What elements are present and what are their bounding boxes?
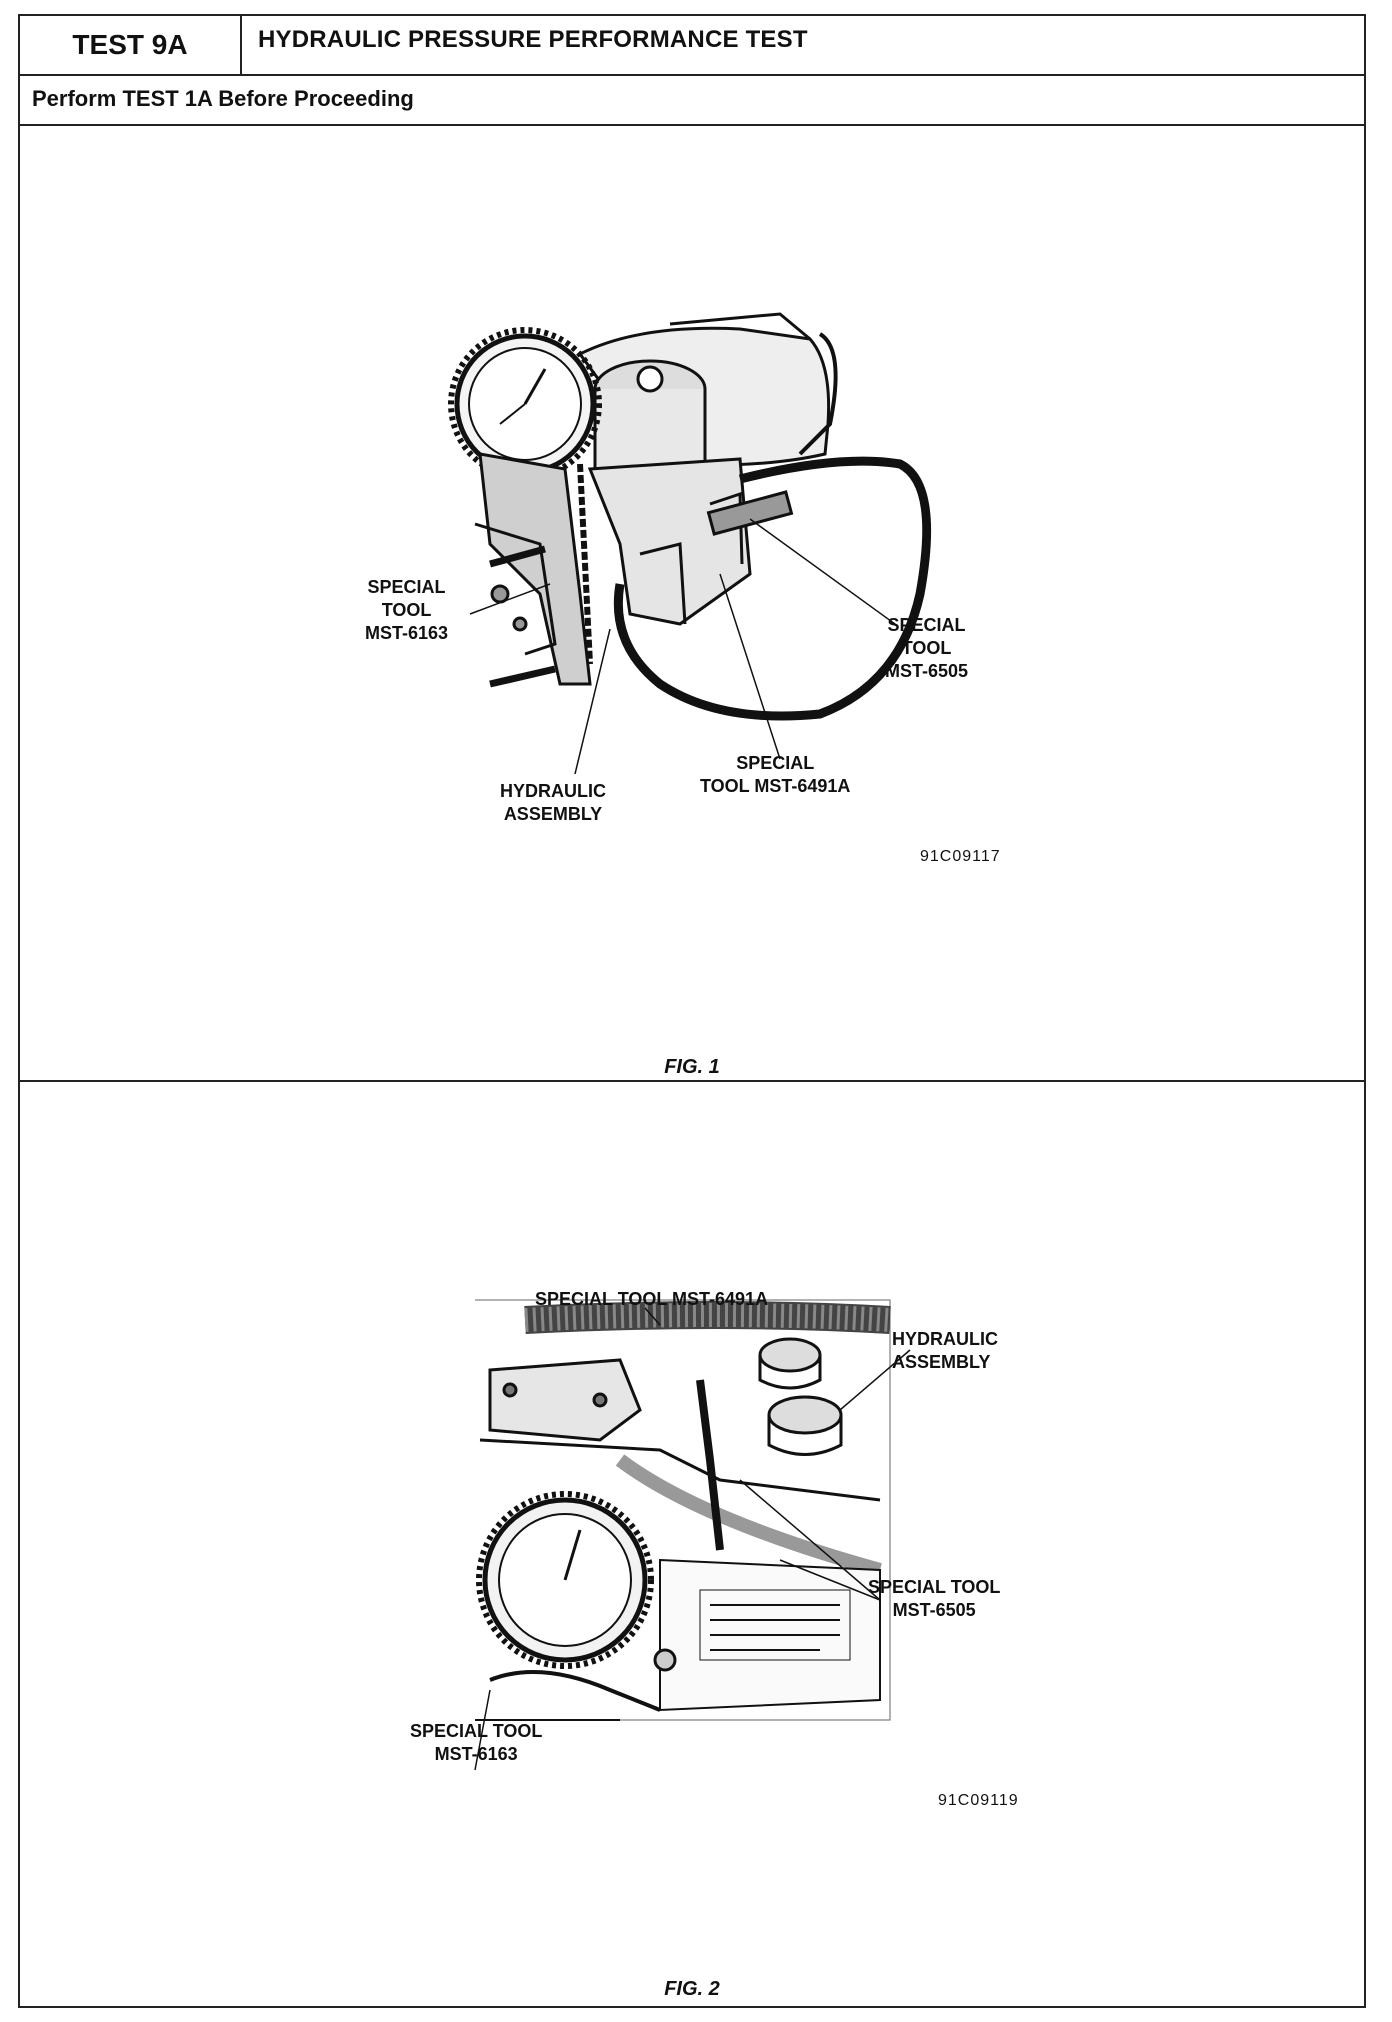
prerequisite-row: Perform TEST 1A Before Proceeding [20, 74, 1364, 126]
fig1-label-hydraulic-assembly: HYDRAULIC ASSEMBLY [500, 780, 606, 826]
fig1-label-line: TOOL [381, 600, 432, 620]
fig2-label-line: SPECIAL TOOL [868, 1577, 1001, 1597]
fig1-label-line: TOOL MST-6491A [700, 776, 851, 796]
fig2-label-mst-6491a: SPECIAL TOOL MST-6491A [535, 1289, 769, 1309]
fig1-label-line: ASSEMBLY [503, 804, 603, 824]
test-sheet: TEST 9A HYDRAULIC PRESSURE PERFORMANCE T… [18, 14, 1366, 2008]
header-row: TEST 9A HYDRAULIC PRESSURE PERFORMANCE T… [20, 16, 1364, 76]
figure-2-panel: SPECIAL TOOL MST-6491A HYDRAULIC ASSEMBL… [20, 1080, 1364, 2006]
figure-1-illustration [448, 312, 932, 775]
fig2-label-hydraulic-assembly: HYDRAULIC ASSEMBLY [892, 1328, 998, 1374]
fig1-label-mst-6505: SPECIAL TOOL MST-6505 [885, 614, 968, 683]
fig1-label-line: SPECIAL [887, 615, 966, 635]
figure-1-panel: SPECIAL TOOL MST-6163 SPECIAL TOOL MST-6… [20, 124, 1364, 1082]
test-id: TEST 9A [20, 16, 242, 74]
fig1-label-line: MST-6505 [885, 661, 969, 681]
fig2-label-line: MST-6505 [892, 1600, 976, 1620]
figure-2-illustration [474, 1299, 911, 1771]
fig1-label-line: TOOL [901, 638, 952, 658]
fig1-code: 91C09117 [920, 848, 1001, 865]
fig1-label-mst-6491a: SPECIAL TOOL MST-6491A [700, 752, 850, 798]
fig1-label-mst-6163: SPECIAL TOOL MST-6163 [365, 576, 448, 645]
fig1-label-line: SPECIAL [367, 577, 446, 597]
fig2-label-mst-6163: SPECIAL TOOL MST-6163 [410, 1720, 542, 1766]
fig2-caption: FIG. 2 [664, 1978, 720, 2000]
fig1-label-line: SPECIAL [736, 753, 815, 773]
fig2-label-mst-6505: SPECIAL TOOL MST-6505 [868, 1576, 1000, 1622]
fig2-label-line: ASSEMBLY [892, 1352, 991, 1372]
fig1-label-line: HYDRAULIC [500, 781, 606, 801]
prerequisite-text: Perform TEST 1A Before Proceeding [32, 86, 414, 111]
fig2-label-line: MST-6163 [434, 1744, 518, 1764]
fig2-label-line: HYDRAULIC [892, 1329, 998, 1349]
test-title: HYDRAULIC PRESSURE PERFORMANCE TEST [258, 26, 808, 53]
fig2-label-line: SPECIAL TOOL [410, 1721, 543, 1741]
fig2-code: 91C09119 [938, 1792, 1019, 1809]
fig1-caption: FIG. 1 [664, 1056, 720, 1078]
fig1-label-line: MST-6163 [365, 623, 449, 643]
